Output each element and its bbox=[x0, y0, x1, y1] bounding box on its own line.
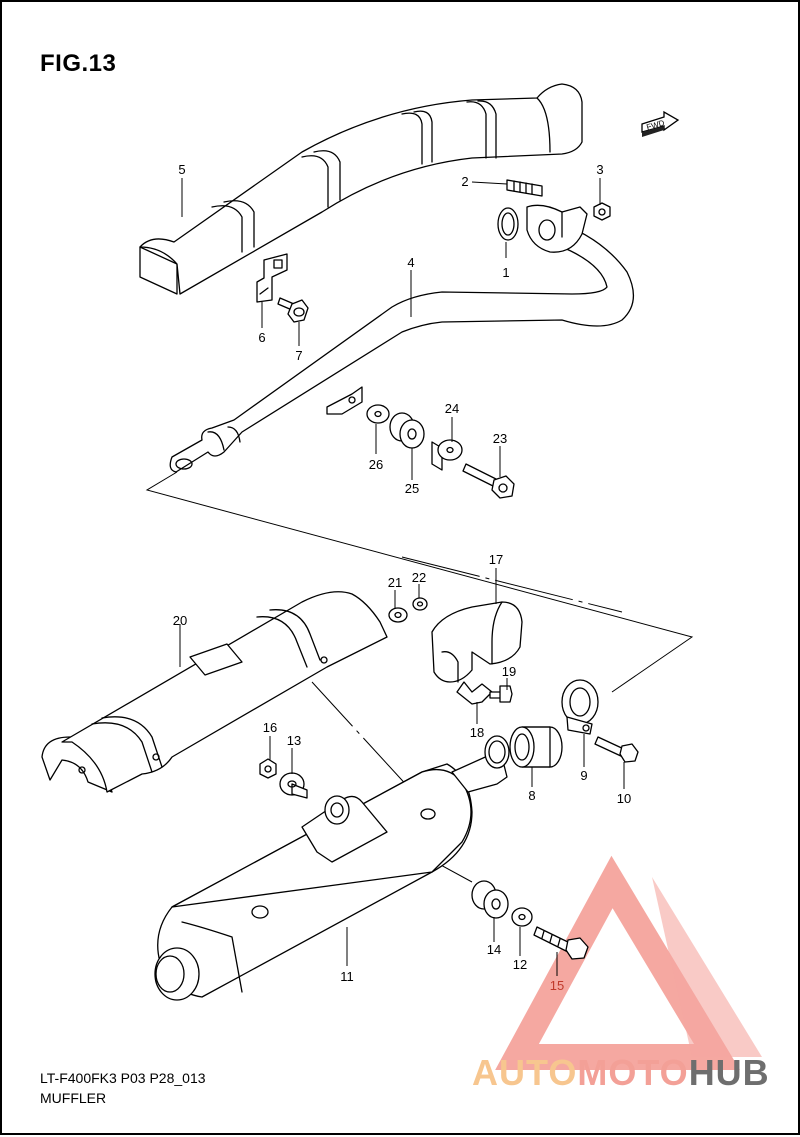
part-18-clamp-bracket bbox=[456, 681, 493, 705]
label-part-15: 15 bbox=[550, 978, 564, 993]
label-part-19: 19 bbox=[502, 664, 516, 679]
watermark-moto: MOTO bbox=[577, 1052, 689, 1093]
part-6-bracket bbox=[256, 253, 288, 303]
label-part-3: 3 bbox=[596, 162, 603, 177]
part-labels: 1 2 3 4 5 6 7 8 9 10 11 12 13 14 15 16 1… bbox=[173, 162, 631, 993]
part-26-washer bbox=[366, 404, 390, 424]
label-part-5: 5 bbox=[178, 162, 185, 177]
exhaust-flange bbox=[526, 204, 588, 253]
label-part-10: 10 bbox=[617, 791, 631, 806]
leader-lines bbox=[179, 178, 625, 976]
label-part-4: 4 bbox=[407, 255, 414, 270]
label-part-9: 9 bbox=[580, 768, 587, 783]
part-13-grommet bbox=[279, 772, 308, 799]
part-19-bolt bbox=[489, 685, 513, 703]
label-part-14: 14 bbox=[487, 942, 501, 957]
watermark-logo bbox=[495, 855, 762, 1070]
part-2-stud-bolt bbox=[506, 179, 543, 197]
label-part-1: 1 bbox=[502, 265, 509, 280]
part-24-collar bbox=[431, 439, 463, 471]
part-16-nut bbox=[259, 758, 277, 779]
label-part-8: 8 bbox=[528, 788, 535, 803]
figure-code: LT-F400FK3 P03 P28_013 bbox=[40, 1070, 206, 1086]
label-part-17: 17 bbox=[489, 552, 503, 567]
label-part-13: 13 bbox=[287, 733, 301, 748]
part-17-joint-cover bbox=[431, 601, 523, 683]
figure-title: FIG.13 bbox=[40, 50, 117, 77]
part-7-bolt bbox=[277, 297, 309, 323]
label-part-7: 7 bbox=[295, 348, 302, 363]
fwd-arrow-icon: FWD bbox=[641, 110, 680, 137]
part-25-grommet bbox=[389, 412, 425, 449]
part-21-grommet bbox=[388, 607, 408, 623]
label-part-2: 2 bbox=[461, 174, 468, 189]
label-part-20: 20 bbox=[173, 613, 187, 628]
part-3-nut bbox=[593, 202, 611, 221]
label-part-21: 21 bbox=[388, 575, 402, 590]
label-part-23: 23 bbox=[493, 431, 507, 446]
part-23-bolt bbox=[462, 463, 515, 499]
part-10-bolt bbox=[594, 736, 639, 763]
part-5-upper-heat-shield bbox=[139, 83, 583, 295]
part-14-grommet bbox=[471, 880, 509, 919]
part-11-muffler bbox=[154, 735, 510, 1001]
label-part-16: 16 bbox=[263, 720, 277, 735]
label-part-24: 24 bbox=[445, 401, 459, 416]
label-part-6: 6 bbox=[258, 330, 265, 345]
label-part-25: 25 bbox=[405, 481, 419, 496]
part-9-clamp bbox=[561, 679, 599, 735]
watermark-text: AUTOMOTOHUB bbox=[472, 1052, 770, 1094]
part-15-bolt bbox=[533, 926, 589, 960]
part-8-sleeve bbox=[509, 726, 563, 768]
watermark-hub: HUB bbox=[688, 1052, 770, 1093]
label-part-18: 18 bbox=[470, 725, 484, 740]
label-part-22: 22 bbox=[412, 570, 426, 585]
label-part-26: 26 bbox=[369, 457, 383, 472]
part-1-gasket bbox=[497, 207, 519, 241]
part-22-collar bbox=[412, 597, 428, 611]
label-part-12: 12 bbox=[513, 957, 527, 972]
part-20-lower-heat-shield bbox=[41, 591, 388, 793]
part-12-washer bbox=[511, 907, 533, 927]
figure-name: MUFFLER bbox=[40, 1090, 107, 1106]
watermark-auto: AUTO bbox=[472, 1052, 578, 1093]
part-4-exhaust-pipe bbox=[169, 219, 634, 473]
label-part-11: 11 bbox=[340, 969, 354, 984]
